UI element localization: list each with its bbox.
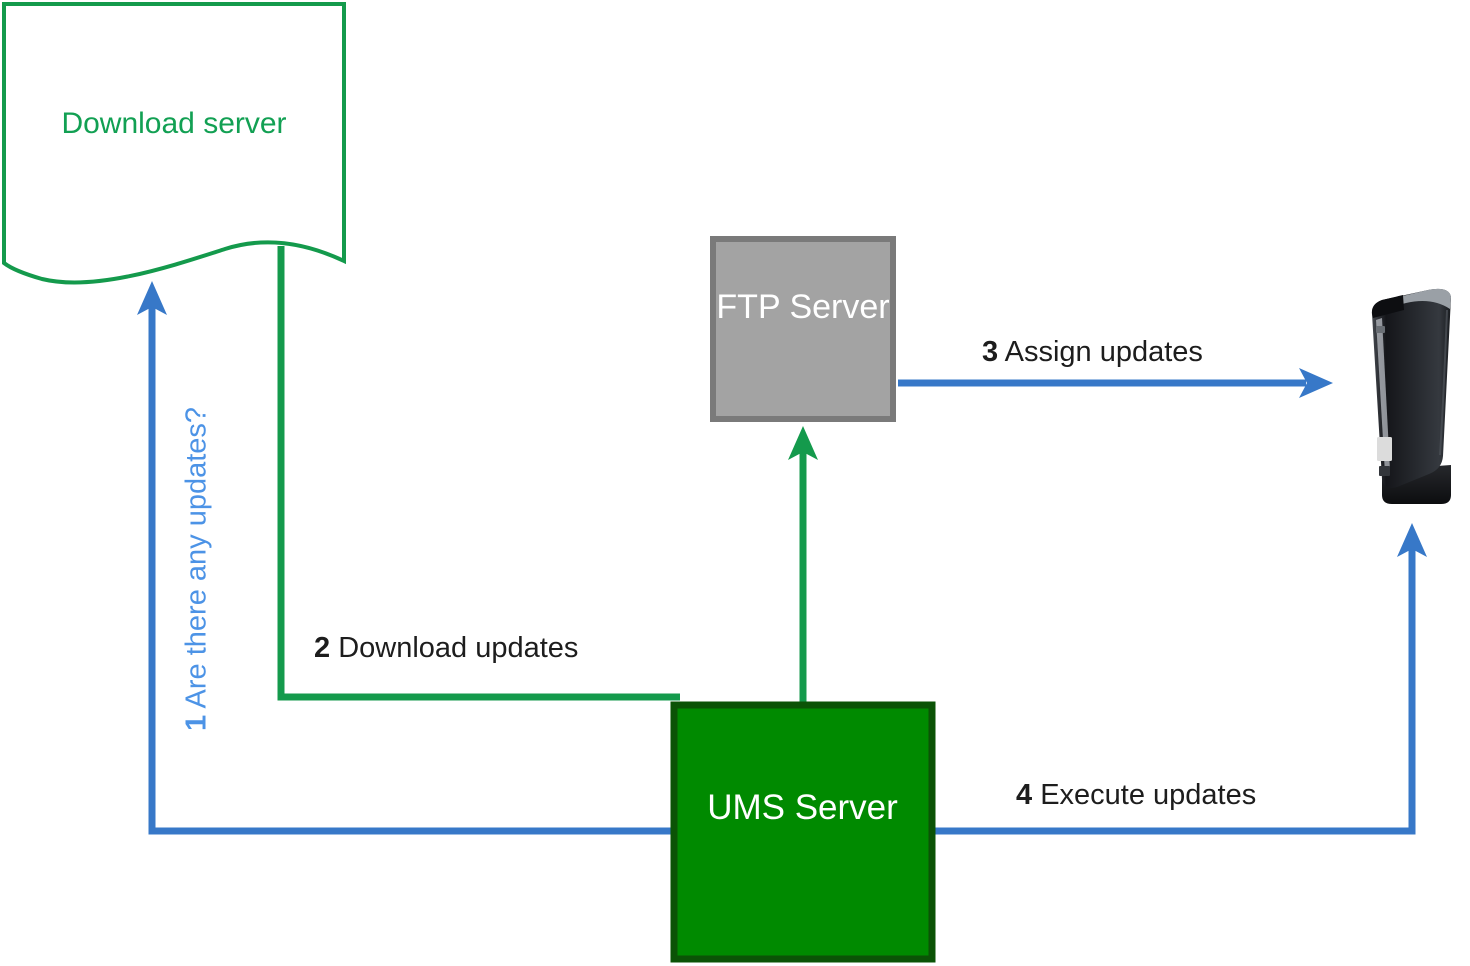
download-server-label: Download server <box>61 107 287 140</box>
arrowhead-assign-updates <box>1299 368 1333 398</box>
edge-execute-updates <box>932 549 1416 835</box>
step-2-number: 2 <box>314 632 331 664</box>
step-3-text: Assign updates <box>1004 336 1203 368</box>
step-4-label: 4 Execute updates <box>1016 779 1256 812</box>
edge-download-updates <box>277 246 680 701</box>
edge-any-updates <box>148 303 676 835</box>
step-3-label: 3 Assign updates <box>982 336 1203 369</box>
download-server-box <box>1 2 346 285</box>
step-1-label: 1 Are there any updates? <box>181 407 214 731</box>
ftp-server-box <box>710 236 896 422</box>
arrowhead-any-updates <box>137 281 167 315</box>
step-2-text: Download updates <box>338 632 579 664</box>
arrowhead-execute-updates <box>1397 523 1427 557</box>
step-4-number: 4 <box>1016 779 1033 811</box>
step-3-number: 3 <box>982 336 999 368</box>
step-1-text: Are there any updates? <box>180 406 213 709</box>
ums-server-label: UMS Server <box>707 788 898 827</box>
step-1-number: 1 <box>180 714 213 732</box>
step-2-label: 2 Download updates <box>314 632 578 665</box>
arrowhead-ums-to-ftp <box>788 426 818 460</box>
ums-server-box <box>670 701 936 963</box>
thin-client-tower-icon <box>1371 288 1451 504</box>
ftp-server-label: FTP Server <box>716 288 890 326</box>
step-4-text: Execute updates <box>1040 779 1257 811</box>
